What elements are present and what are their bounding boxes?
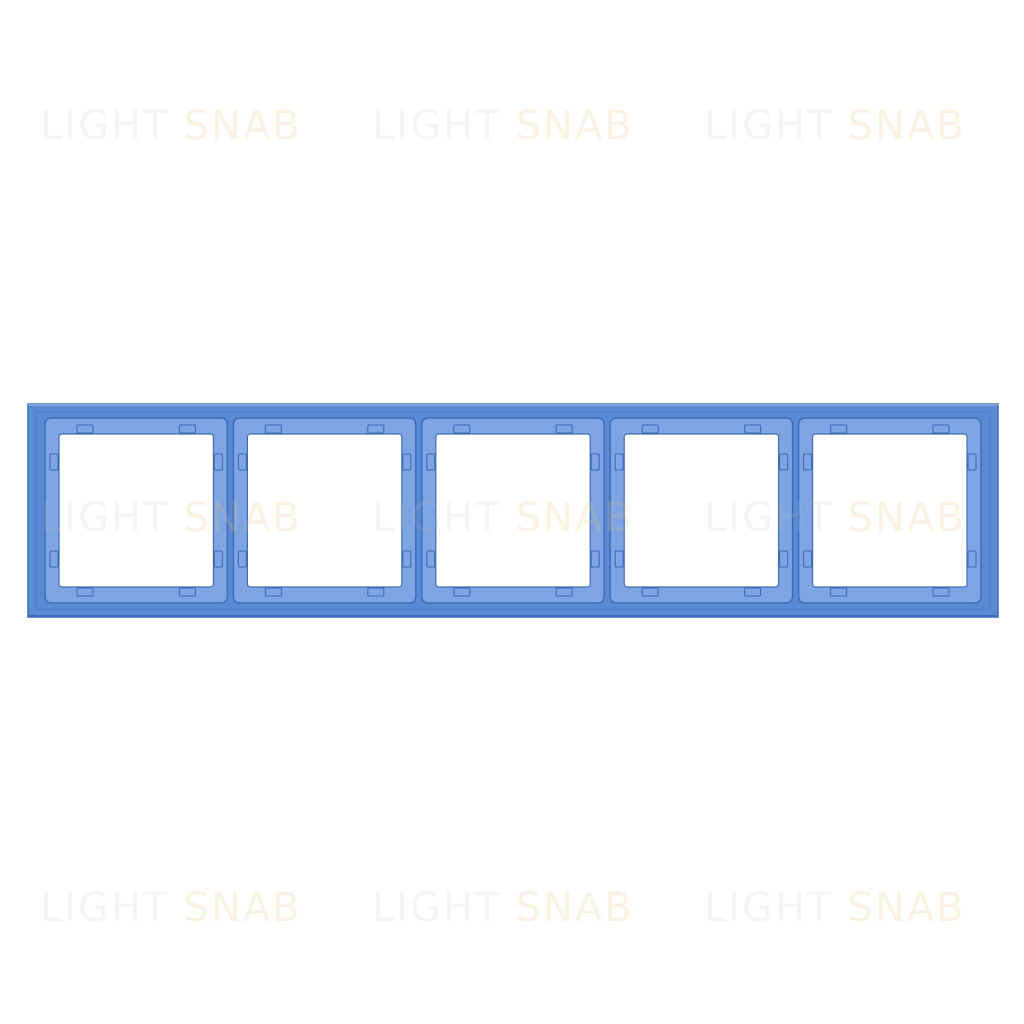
mounting-clip (967, 453, 977, 471)
watermark: LIGHT SNAB (372, 106, 634, 146)
watermark: LIGHT SNAB (704, 498, 966, 538)
watermark-word-snab: SNAB (847, 885, 966, 931)
mounting-clip (744, 587, 762, 597)
mounting-clip (367, 424, 385, 434)
watermark: LIGHT SNAB (372, 498, 634, 538)
mounting-clip (779, 550, 789, 568)
mounting-clip (932, 587, 950, 597)
watermark-word-light: LIGHT (704, 495, 834, 541)
mounting-clip (590, 453, 600, 471)
watermark: LIGHT SNAB (704, 888, 966, 928)
mounting-clip (213, 550, 223, 568)
watermark: LIGHT SNAB (40, 888, 302, 928)
mounting-clip (49, 453, 59, 471)
watermark-word-light: LIGHT (704, 103, 834, 149)
frame-opening (811, 433, 968, 588)
mounting-clip (426, 550, 436, 568)
mounting-clip (264, 587, 282, 597)
mounting-clip (178, 587, 196, 597)
mounting-clip (237, 550, 247, 568)
mounting-clip (967, 550, 977, 568)
mounting-clip (367, 587, 385, 597)
watermark: LIGHT SNAB (40, 498, 302, 538)
watermark-word-light: LIGHT (704, 885, 834, 931)
watermark-word-snab: SNAB (183, 885, 302, 931)
watermark-word-snab: SNAB (183, 103, 302, 149)
watermark: LIGHT SNAB (372, 888, 634, 928)
mounting-clip (402, 453, 412, 471)
mounting-clip (614, 550, 624, 568)
mounting-clip (555, 587, 573, 597)
watermark-word-light: LIGHT (40, 103, 170, 149)
mounting-clip (641, 424, 659, 434)
mounting-clip (178, 424, 196, 434)
watermark-word-snab: SNAB (183, 495, 302, 541)
watermark-word-snab: SNAB (515, 103, 634, 149)
mounting-clip (614, 453, 624, 471)
mounting-clip (830, 424, 848, 434)
mounting-clip (213, 453, 223, 471)
mounting-clip (641, 587, 659, 597)
mounting-clip (49, 550, 59, 568)
watermark-word-light: LIGHT (40, 885, 170, 931)
watermark-word-light: LIGHT (372, 103, 502, 149)
mounting-clip (453, 587, 471, 597)
mounting-clip (76, 587, 94, 597)
watermark-word-light: LIGHT (372, 885, 502, 931)
frame-opening (246, 433, 403, 588)
mounting-clip (453, 424, 471, 434)
mounting-clip (426, 453, 436, 471)
watermark: LIGHT SNAB (704, 106, 966, 146)
mounting-clip (779, 453, 789, 471)
mounting-clip (237, 453, 247, 471)
frame-opening (623, 433, 780, 588)
mounting-clip (830, 587, 848, 597)
mounting-clip (932, 424, 950, 434)
mounting-clip (744, 424, 762, 434)
mounting-clip (590, 550, 600, 568)
watermark-word-light: LIGHT (372, 495, 502, 541)
mounting-clip (803, 550, 813, 568)
mounting-clip (803, 453, 813, 471)
watermark-word-snab: SNAB (515, 495, 634, 541)
mounting-clip (555, 424, 573, 434)
watermark: LIGHT SNAB (40, 106, 302, 146)
mounting-clip (76, 424, 94, 434)
mounting-clip (402, 550, 412, 568)
watermark-word-light: LIGHT (40, 495, 170, 541)
watermark-word-snab: SNAB (847, 495, 966, 541)
frame-opening (435, 433, 591, 588)
watermark-word-snab: SNAB (515, 885, 634, 931)
mounting-clip (264, 424, 282, 434)
frame-inner-bevel (35, 411, 991, 610)
watermark-word-snab: SNAB (847, 103, 966, 149)
frame-opening (58, 433, 214, 588)
